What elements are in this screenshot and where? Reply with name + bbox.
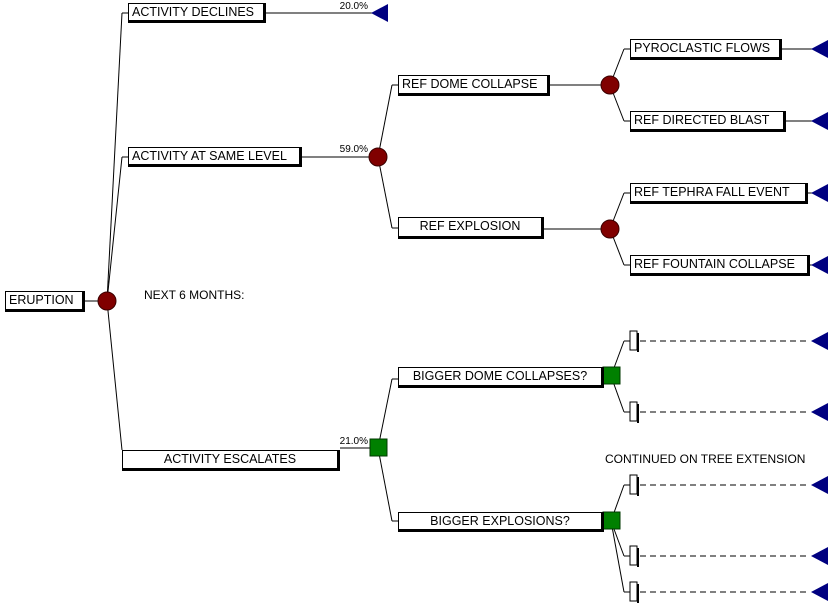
extension-stub-icon bbox=[629, 330, 638, 351]
stub-shadow bbox=[637, 584, 639, 603]
extension-stub-icon bbox=[629, 545, 638, 566]
terminal-triangle-icon[interactable] bbox=[811, 256, 828, 274]
terminal-triangle-icon[interactable] bbox=[811, 476, 828, 494]
decision-node-escalates[interactable] bbox=[369, 438, 388, 457]
probability-activity-same-level: 59.0% bbox=[339, 144, 368, 155]
connector-line bbox=[106, 300, 123, 451]
terminal-triangle-icon[interactable] bbox=[811, 547, 828, 565]
stub-shadow bbox=[637, 548, 639, 567]
connector-line bbox=[106, 12, 123, 302]
root-node-eruption[interactable]: ERUPTION bbox=[5, 291, 85, 312]
stub-shadow bbox=[637, 333, 639, 352]
terminal-triangle-icon[interactable] bbox=[811, 40, 828, 58]
terminal-triangle-icon[interactable] bbox=[811, 112, 828, 130]
stub-shadow bbox=[637, 404, 639, 423]
outcome-ref-fountain-collapse[interactable]: REF FOUNTAIN COLLAPSE bbox=[630, 255, 810, 276]
outcome-pyroclastic-flows[interactable]: PYROCLASTIC FLOWS bbox=[630, 39, 782, 60]
terminal-triangle-icon[interactable] bbox=[811, 332, 828, 350]
connector-line bbox=[377, 84, 393, 158]
connector-line bbox=[610, 520, 625, 593]
probability-activity-escalates: 21.0% bbox=[339, 436, 368, 447]
branch-activity-same-level[interactable]: ACTIVITY AT SAME LEVEL bbox=[128, 147, 302, 167]
decision-node-bigger-explosions[interactable] bbox=[602, 511, 621, 530]
branch-ref-explosion[interactable]: REF EXPLOSION bbox=[398, 217, 544, 239]
extension-stub-icon bbox=[629, 474, 638, 495]
chance-node-explosion[interactable] bbox=[600, 219, 620, 239]
branch-ref-dome-collapse[interactable]: REF DOME COLLAPSE bbox=[398, 75, 550, 96]
extension-stub-icon bbox=[629, 581, 638, 602]
branch-activity-declines[interactable]: ACTIVITY DECLINES bbox=[128, 3, 266, 23]
stub-shadow bbox=[637, 477, 639, 496]
chance-node-same-level[interactable] bbox=[368, 147, 388, 167]
branch-bigger-dome-collapses[interactable]: BIGGER DOME COLLAPSES? bbox=[398, 367, 604, 388]
outcome-ref-directed-blast[interactable]: REF DIRECTED BLAST bbox=[630, 111, 786, 132]
time-horizon-note: NEXT 6 MONTHS: bbox=[144, 288, 245, 302]
terminal-triangle-icon[interactable] bbox=[811, 583, 828, 601]
connector-line bbox=[377, 378, 393, 449]
chance-node-dome-collapse[interactable] bbox=[600, 75, 620, 95]
chance-node-eruption[interactable] bbox=[97, 291, 117, 311]
terminal-triangle-icon[interactable] bbox=[811, 403, 828, 421]
tree-extension-note: CONTINUED ON TREE EXTENSION bbox=[605, 452, 806, 466]
connector-line bbox=[377, 447, 393, 522]
branch-activity-escalates[interactable]: ACTIVITY ESCALATES bbox=[122, 450, 340, 471]
branch-bigger-explosions[interactable]: BIGGER EXPLOSIONS? bbox=[398, 512, 604, 532]
decision-node-bigger-dome-collapses[interactable] bbox=[602, 366, 621, 385]
connector-line bbox=[377, 156, 393, 229]
connector-line bbox=[106, 156, 123, 302]
extension-stub-icon bbox=[629, 401, 638, 422]
terminal-triangle-icon[interactable] bbox=[811, 184, 828, 202]
probability-activity-declines: 20.0% bbox=[339, 1, 368, 12]
terminal-triangle-icon[interactable] bbox=[371, 4, 388, 22]
outcome-ref-tephra-fall-event[interactable]: REF TEPHRA FALL EVENT bbox=[630, 183, 808, 204]
